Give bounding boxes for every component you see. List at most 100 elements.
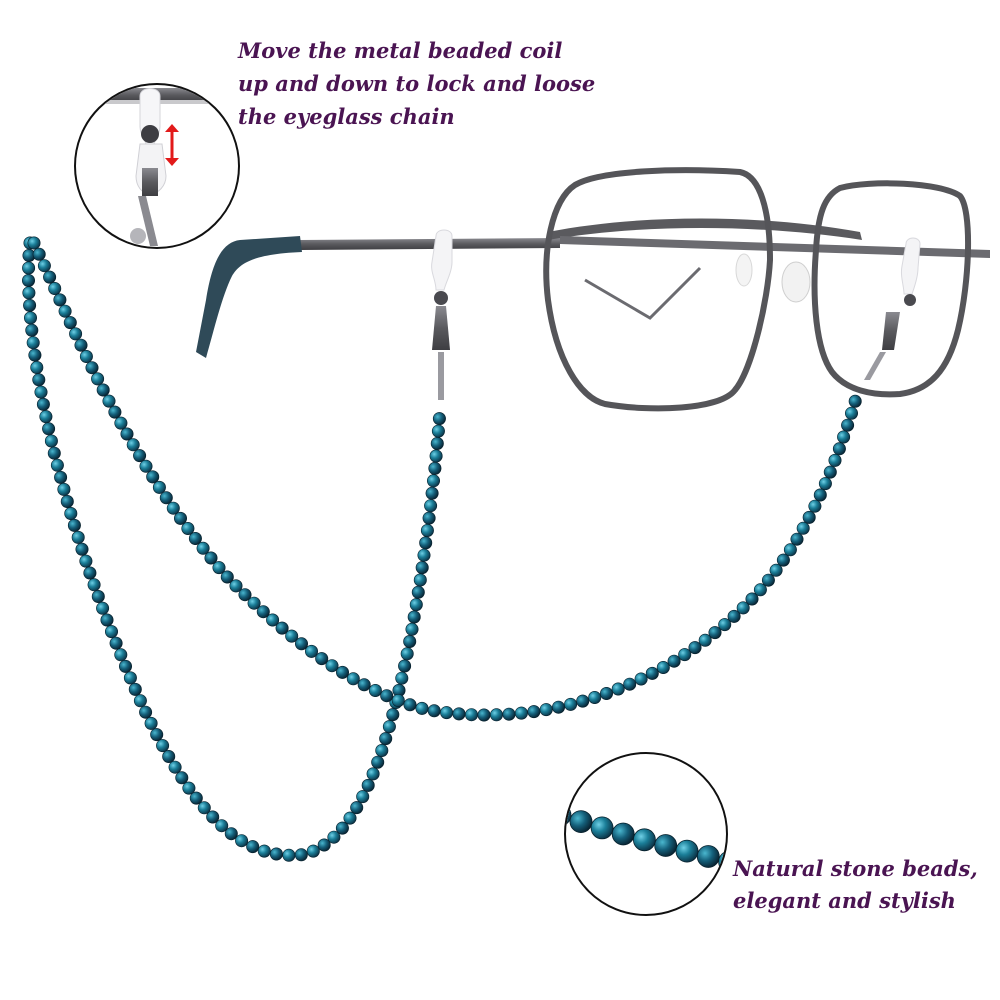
bead	[27, 236, 41, 250]
left-clasp	[432, 291, 450, 400]
bead	[645, 666, 659, 680]
bead	[400, 647, 414, 661]
bead	[427, 704, 441, 718]
bead	[452, 707, 466, 721]
bead	[246, 840, 260, 854]
bead	[21, 273, 35, 287]
bead	[375, 743, 389, 757]
bead	[403, 698, 417, 712]
bead	[57, 482, 71, 496]
bead	[196, 541, 210, 555]
bead	[837, 430, 851, 444]
bead	[366, 767, 380, 781]
bead	[67, 518, 81, 532]
left-lens-frame	[543, 167, 774, 412]
bead	[405, 622, 419, 636]
bead	[22, 286, 36, 300]
bead	[181, 521, 195, 535]
bead	[91, 589, 105, 603]
bead	[206, 810, 220, 824]
bead	[43, 270, 57, 284]
bead	[282, 848, 296, 862]
bead	[551, 700, 565, 714]
bead	[174, 511, 188, 525]
bead	[32, 373, 46, 387]
bead	[175, 771, 189, 785]
bead	[162, 749, 176, 763]
bead	[409, 598, 423, 612]
bead	[182, 781, 196, 795]
bead	[96, 601, 110, 615]
bead	[656, 660, 670, 674]
bead	[356, 790, 370, 804]
bead	[634, 672, 648, 686]
bead	[69, 327, 83, 341]
bead	[411, 585, 425, 599]
right-lens-frame	[811, 180, 971, 398]
bead	[357, 678, 371, 692]
bead	[667, 654, 681, 668]
bead	[50, 458, 64, 472]
bead	[71, 530, 85, 544]
bead	[841, 418, 855, 432]
bead	[63, 316, 77, 330]
bead	[91, 372, 105, 386]
bead	[708, 626, 722, 640]
bead	[275, 621, 289, 635]
bead	[159, 491, 173, 505]
caption-line: Natural stone beads,	[733, 856, 978, 881]
zoomed-bead	[633, 828, 656, 852]
bead	[235, 834, 249, 848]
bead	[398, 659, 412, 673]
bead	[828, 453, 842, 467]
zoomed-bead	[611, 822, 635, 846]
bead	[430, 436, 444, 450]
bead	[736, 601, 750, 615]
bead	[144, 716, 158, 730]
bead	[325, 659, 339, 673]
bead	[257, 844, 271, 858]
bead	[269, 847, 283, 861]
bead	[422, 511, 436, 525]
bead	[53, 293, 67, 307]
bead	[224, 827, 238, 841]
bead	[60, 494, 74, 508]
bead	[152, 480, 166, 494]
bead	[23, 311, 37, 325]
bead	[489, 708, 503, 722]
bead	[315, 652, 329, 666]
bead	[464, 708, 478, 722]
up-down-arrow-icon	[165, 124, 179, 166]
bead	[229, 579, 243, 593]
bead	[215, 819, 229, 833]
bead	[407, 610, 421, 624]
bead	[539, 703, 553, 717]
bead	[212, 561, 226, 575]
bead-chain	[21, 236, 862, 862]
bead	[139, 705, 153, 719]
zoomed-bead	[566, 803, 572, 827]
bead	[42, 422, 56, 436]
bead	[294, 637, 308, 651]
bead	[150, 728, 164, 742]
bead	[431, 424, 445, 438]
bead	[108, 405, 122, 419]
bead	[818, 477, 832, 491]
bead	[335, 821, 349, 835]
bead	[96, 383, 110, 397]
bead	[22, 261, 36, 275]
bead	[266, 613, 280, 627]
bead	[34, 385, 48, 399]
bead	[335, 665, 349, 679]
zoomed-bead	[590, 816, 614, 840]
bead	[564, 697, 578, 711]
bead	[204, 551, 218, 565]
bead	[808, 499, 822, 513]
bead	[285, 629, 299, 643]
bead	[119, 659, 133, 673]
bead	[844, 406, 858, 420]
bead	[26, 336, 40, 350]
bead	[247, 596, 261, 610]
bead	[128, 682, 142, 696]
